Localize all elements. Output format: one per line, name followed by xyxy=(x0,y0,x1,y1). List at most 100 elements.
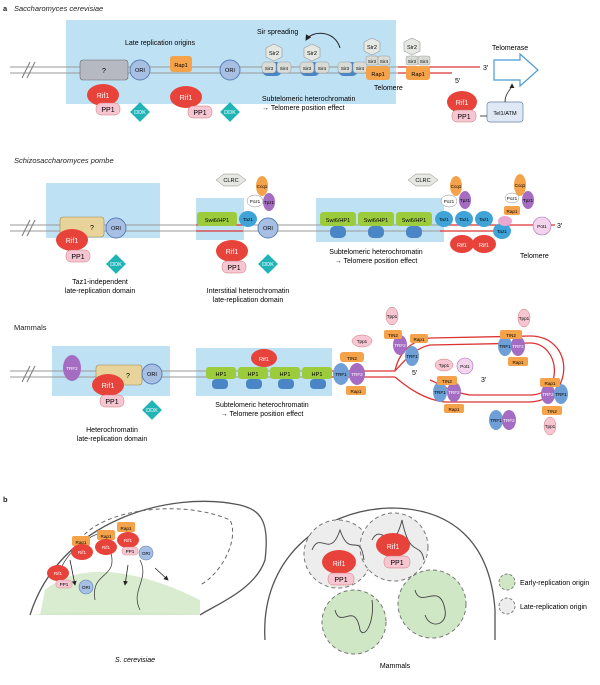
mm-hp1-2-label: HP1 xyxy=(248,372,259,378)
sc-rap1-3-label: Rap1 xyxy=(411,72,424,78)
panel-b-letter: b xyxy=(3,495,8,504)
sp-taz1-1-label: Taz1 xyxy=(243,217,253,222)
sp-rif1-4 xyxy=(472,235,496,253)
mm-rap1-5-label: Rap1 xyxy=(545,381,556,386)
sc-sir3-b-label: Sir3 xyxy=(303,66,312,71)
mm-trf2-5 xyxy=(541,384,555,404)
sp-clrc-1-label: CLRC xyxy=(223,178,238,184)
b-mm-pp1-1-label: PP1 xyxy=(334,577,347,584)
b-sc-label: S. cerevisiae xyxy=(115,657,155,664)
sp-three-prime: 3′ xyxy=(557,223,563,230)
sp-ddk-2 xyxy=(258,254,278,274)
mm-pot1 xyxy=(456,357,474,375)
sp-swi6-2 xyxy=(320,212,356,226)
sc-sir2-c-label: Sir2 xyxy=(367,45,377,51)
sc-sir2-c xyxy=(363,37,381,56)
sp-taz1-4-label: Taz1 xyxy=(479,217,489,222)
b-sc-rap1-3-label: Rap1 xyxy=(121,526,132,531)
sp-ccq1-2 xyxy=(450,176,462,196)
sp-rap1-label: Rap1 xyxy=(507,209,518,214)
sp-ccq1-2-label: Ccq1 xyxy=(451,184,462,189)
sc-sir4-e xyxy=(417,55,431,66)
sp-tpz1-3 xyxy=(522,191,534,209)
sc-three-prime: 3′ xyxy=(483,65,489,72)
sp-rif1-2-label: Rif1 xyxy=(226,249,239,256)
sp-ori-2 xyxy=(257,217,279,239)
sp-swi6-2-label: Swi6/HP1 xyxy=(326,218,351,224)
sp-ori-1 xyxy=(105,217,127,239)
mm-trf1-3-label: TRF1 xyxy=(434,390,446,395)
mm-rap1-3 xyxy=(444,404,464,413)
mm-pp1 xyxy=(99,394,125,408)
sc-rif1-3-label: Rif1 xyxy=(456,100,469,107)
mm-trf2-1-label: TRF2 xyxy=(351,372,363,377)
sp-rif1-3-label: Rif1 xyxy=(457,243,467,249)
mm-domain-line2: late-replication domain xyxy=(77,436,148,443)
sc-sir4-a-label: Sir4 xyxy=(280,66,289,71)
mm-hp1-1 xyxy=(206,367,236,379)
sp-clrc-1 xyxy=(215,173,247,187)
sp-taz1-2-label: Taz1 xyxy=(439,217,449,222)
mm-tin2-5-label: TIN2 xyxy=(547,409,557,414)
telomerase-arrow xyxy=(493,52,539,88)
mm-hp1-3 xyxy=(270,367,300,379)
mm-rif1-2 xyxy=(251,349,277,367)
sp-tpz1-2-label: Tpz1 xyxy=(460,198,471,203)
mm-rap1-3-label: Rap1 xyxy=(449,407,460,412)
sc-sir2-d-label: Sir2 xyxy=(407,45,417,51)
mm-species-label: Mammals xyxy=(14,323,47,332)
sc-rap1-1-label: Rap1 xyxy=(174,63,187,69)
sc-spreading-arrow xyxy=(305,32,341,49)
legend-late-swatch xyxy=(498,597,516,615)
sp-rap1 xyxy=(504,206,520,215)
sc-ddk-2 xyxy=(220,102,240,122)
sc-ori-2-label: ORI xyxy=(225,68,235,74)
sc-ddk-1-label: DDK xyxy=(134,110,146,116)
mm-trf2-domain xyxy=(63,355,81,381)
mm-trf1-5 xyxy=(554,384,568,404)
sp-taz1-5 xyxy=(493,223,511,239)
sp-clrc-2-label: CLRC xyxy=(415,178,430,184)
sp-swi6-4-label: Swi6/HP1 xyxy=(402,218,427,224)
b-mm-label: Mammals xyxy=(380,663,411,670)
sc-sir3-d-label: Sir3 xyxy=(368,59,377,64)
sp-tpz1-1-label: Tpz1 xyxy=(264,200,275,205)
sc-pp1-2 xyxy=(187,105,213,119)
b-sc-pp1-2-label: PP1 xyxy=(60,582,69,587)
sc-pp1-3 xyxy=(451,109,477,123)
b-sc-rif1-2 xyxy=(95,539,117,555)
mm-trf1-4-label: TRF1 xyxy=(499,344,511,349)
mm-rif1-2-label: Rif1 xyxy=(259,357,269,363)
sp-pp1-1-label: PP1 xyxy=(71,254,84,261)
sp-pot1 xyxy=(532,216,552,236)
sp-swi6-4 xyxy=(396,212,432,226)
mm-hp1-2 xyxy=(238,367,268,379)
sp-ori-2-label: ORI xyxy=(263,226,273,232)
sp-ddk-1 xyxy=(106,254,126,274)
b-sc-rif1-4 xyxy=(47,565,69,581)
mm-ori xyxy=(141,363,163,385)
sc-ori-1-label: ORI xyxy=(135,68,145,74)
sp-ccq1-1-label: Ccq1 xyxy=(257,184,268,189)
sc-sir3-c-label: Sir3 xyxy=(341,66,350,71)
sc-sir3-a-label: Sir3 xyxy=(265,66,274,71)
mm-nucleosome-1 xyxy=(212,379,228,389)
mm-trf2-6-label: TRF2 xyxy=(503,418,515,423)
sp-ddk-2-label: DDK xyxy=(262,262,274,268)
sp-rif1-2 xyxy=(216,240,248,262)
sc-sir-spreading-label: Sir spreading xyxy=(257,29,298,36)
b-sc-pp1-1-label: PP1 xyxy=(126,549,135,554)
b-sc-rif1-4-label: Rif1 xyxy=(54,571,63,576)
sp-poz1-2 xyxy=(440,194,458,208)
mm-tin2-5 xyxy=(542,406,562,415)
sp-clrc-2 xyxy=(407,173,439,187)
mm-trf2-1 xyxy=(349,363,365,385)
b-mm-rif1-1-label: Rif1 xyxy=(333,561,346,568)
sp-taz1-1 xyxy=(239,211,257,227)
b-sc-ori-1 xyxy=(138,545,154,561)
sp-pp1-1 xyxy=(65,249,91,263)
mm-trf1-6-label: TRF1 xyxy=(490,418,502,423)
b-mm-pp1-2 xyxy=(383,555,411,569)
sp-taz1-3-label: Taz1 xyxy=(459,217,469,222)
